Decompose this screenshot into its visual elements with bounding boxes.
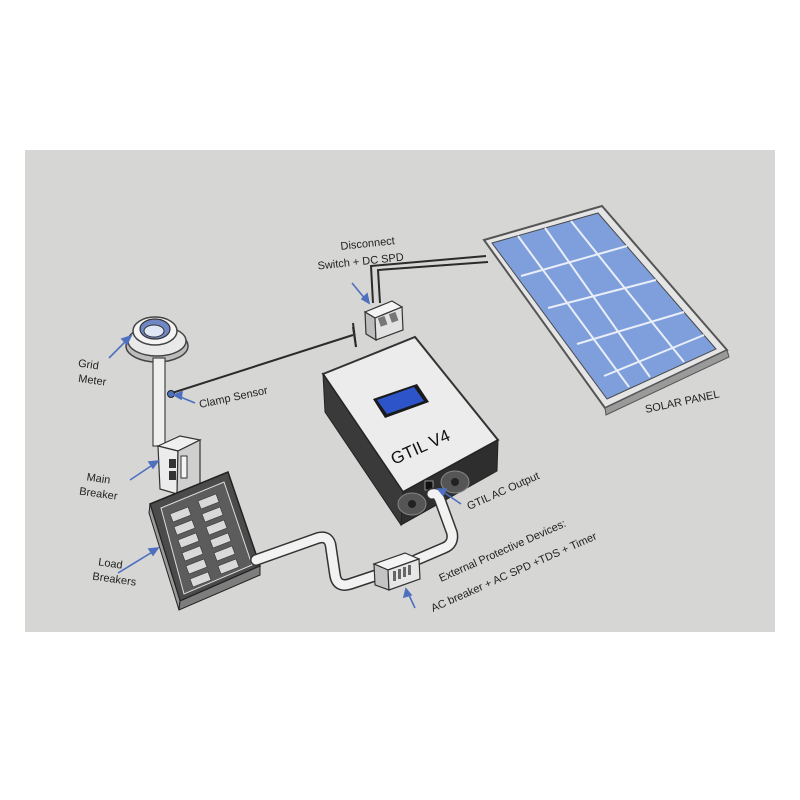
main-breaker-label-line1: Main xyxy=(86,471,111,486)
pointer-arrows xyxy=(108,282,462,609)
dc-wires xyxy=(352,255,489,348)
disconnect-box-icon xyxy=(363,300,404,342)
solar-panel-icon xyxy=(482,204,730,416)
load-breaker-panel-icon xyxy=(148,471,261,611)
fan-icon xyxy=(397,492,427,516)
main-breaker-label: Main Breaker xyxy=(78,471,118,503)
main-breaker-icon xyxy=(156,435,202,495)
grid-meter-label: Grid Meter xyxy=(77,358,108,389)
grid-meter-label-line1: Grid xyxy=(77,358,99,373)
fan-icon xyxy=(440,470,470,494)
grid-meter-label-line2: Meter xyxy=(78,373,108,389)
load-breakers-label-line1: Load xyxy=(97,556,123,571)
lcd-display-icon xyxy=(373,384,429,418)
meter-conduit xyxy=(152,357,166,447)
clamp-sensor-wire xyxy=(171,334,354,394)
ac-conduit xyxy=(250,487,459,591)
protective-device-box-icon xyxy=(372,552,421,591)
grid-meter-icon xyxy=(125,316,189,363)
clamp-sensor-icon xyxy=(167,390,175,398)
disconnect-label-line1: Disconnect xyxy=(340,235,395,253)
main-breaker-label-line2: Breaker xyxy=(78,486,118,503)
inverter-icon xyxy=(321,335,500,527)
